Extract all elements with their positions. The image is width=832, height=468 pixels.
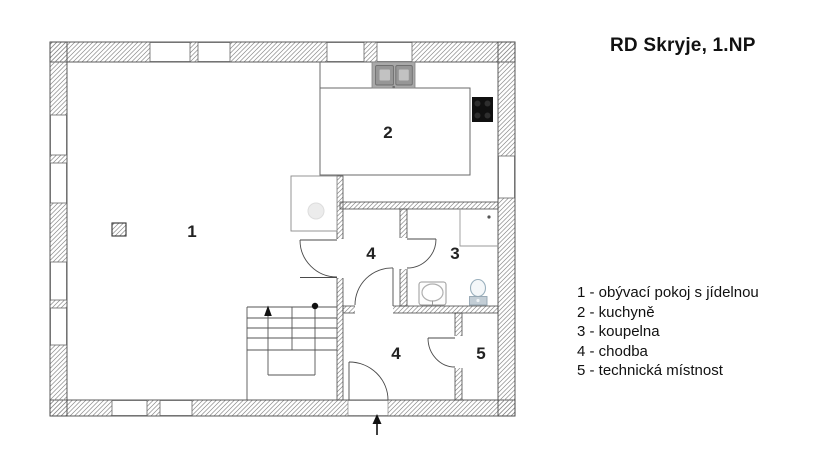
entrance-opening <box>347 400 389 416</box>
wall-right <box>497 41 516 417</box>
windows <box>50 42 515 416</box>
room-labels: 1 2 3 4 4 5 <box>187 123 485 363</box>
wall-kitchen-bath <box>339 201 499 210</box>
floor-plan-drawing: 1 2 3 4 4 5 <box>49 41 516 435</box>
cooktop-icon <box>472 97 493 122</box>
table <box>290 175 338 232</box>
room-label-living: 1 <box>187 222 196 241</box>
window <box>50 307 67 346</box>
door-living-hall <box>299 239 338 278</box>
room-label-bathroom: 3 <box>450 244 459 263</box>
legend-item-bathroom: 3 - koupelna <box>577 323 660 340</box>
wall-living-hall <box>336 175 344 401</box>
toilet-icon <box>469 278 488 306</box>
washbasin-icon <box>418 281 447 306</box>
window <box>498 155 515 199</box>
door-entrance <box>348 361 389 401</box>
legend-item-kitchen: 2 - kuchyně <box>577 303 655 321</box>
room-label-technical: 5 <box>476 344 485 363</box>
wall-upper-lower <box>342 305 499 314</box>
room-label-hallway-upper: 4 <box>366 244 376 263</box>
doors <box>299 238 456 401</box>
wall-top <box>49 41 516 63</box>
window <box>111 400 148 416</box>
door-technical-room <box>427 337 456 368</box>
staircase <box>246 306 337 400</box>
sink-icon <box>371 61 416 89</box>
entrance-arrow-icon <box>372 414 382 435</box>
page-title: RD Skryje, 1.NP <box>610 35 756 56</box>
kitchen-counter <box>319 62 471 176</box>
chimney-icon <box>111 222 127 237</box>
door-openings <box>336 238 463 368</box>
door-bathroom <box>406 238 437 269</box>
window <box>197 42 231 62</box>
window <box>376 42 413 62</box>
legend-item-hallway: 4 - chodba <box>577 342 648 360</box>
door-hall-upper-lower <box>354 267 394 306</box>
window <box>149 42 191 62</box>
room-label-kitchen: 2 <box>383 123 392 142</box>
legend-item-technical: 5 - technická místnost <box>577 362 723 379</box>
shower-icon <box>459 209 498 247</box>
room-label-hallway-lower: 4 <box>391 344 401 363</box>
window <box>159 400 193 416</box>
window <box>326 42 365 62</box>
window <box>50 162 67 204</box>
window <box>50 114 67 156</box>
legend-item-living: 1 - obývací pokoj s jídelnou <box>577 284 759 301</box>
stairs-start-dot <box>311 302 319 310</box>
stairs-up-arrow <box>264 305 272 316</box>
wall-left <box>49 41 68 417</box>
window <box>50 261 67 301</box>
legend: 1 - obývací pokoj s jídelnou 2 - kuchyně… <box>577 283 759 381</box>
